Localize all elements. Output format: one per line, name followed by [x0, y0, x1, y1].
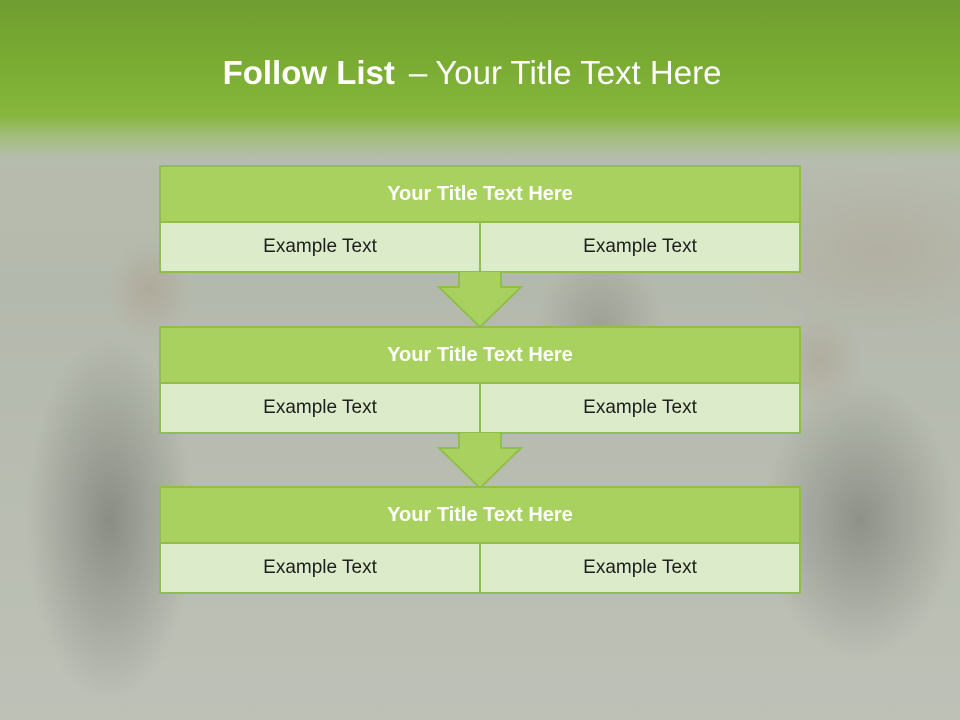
header-band	[0, 0, 960, 160]
list-block-2: Your Title Text Here Example Text Exampl…	[159, 326, 801, 434]
block-row: Example Text Example Text	[161, 544, 799, 592]
block-row: Example Text Example Text	[161, 223, 799, 271]
block-cell-left: Example Text	[161, 384, 479, 432]
block-cell-right: Example Text	[479, 544, 799, 592]
title-separator: –	[408, 54, 428, 91]
block-title: Your Title Text Here	[161, 328, 799, 384]
block-row: Example Text Example Text	[161, 384, 799, 432]
down-arrow-icon	[437, 271, 523, 329]
slide-title: Follow List–Your Title Text Here	[0, 54, 944, 92]
down-arrow-icon	[437, 432, 523, 490]
block-cell-left: Example Text	[161, 223, 479, 271]
block-cell-right: Example Text	[479, 384, 799, 432]
title-rest: Your Title Text Here	[435, 54, 722, 91]
title-bold: Follow List	[222, 54, 395, 91]
list-block-1: Your Title Text Here Example Text Exampl…	[159, 165, 801, 273]
block-cell-left: Example Text	[161, 544, 479, 592]
list-block-3: Your Title Text Here Example Text Exampl…	[159, 486, 801, 594]
block-title: Your Title Text Here	[161, 167, 799, 223]
block-title: Your Title Text Here	[161, 488, 799, 544]
block-cell-right: Example Text	[479, 223, 799, 271]
